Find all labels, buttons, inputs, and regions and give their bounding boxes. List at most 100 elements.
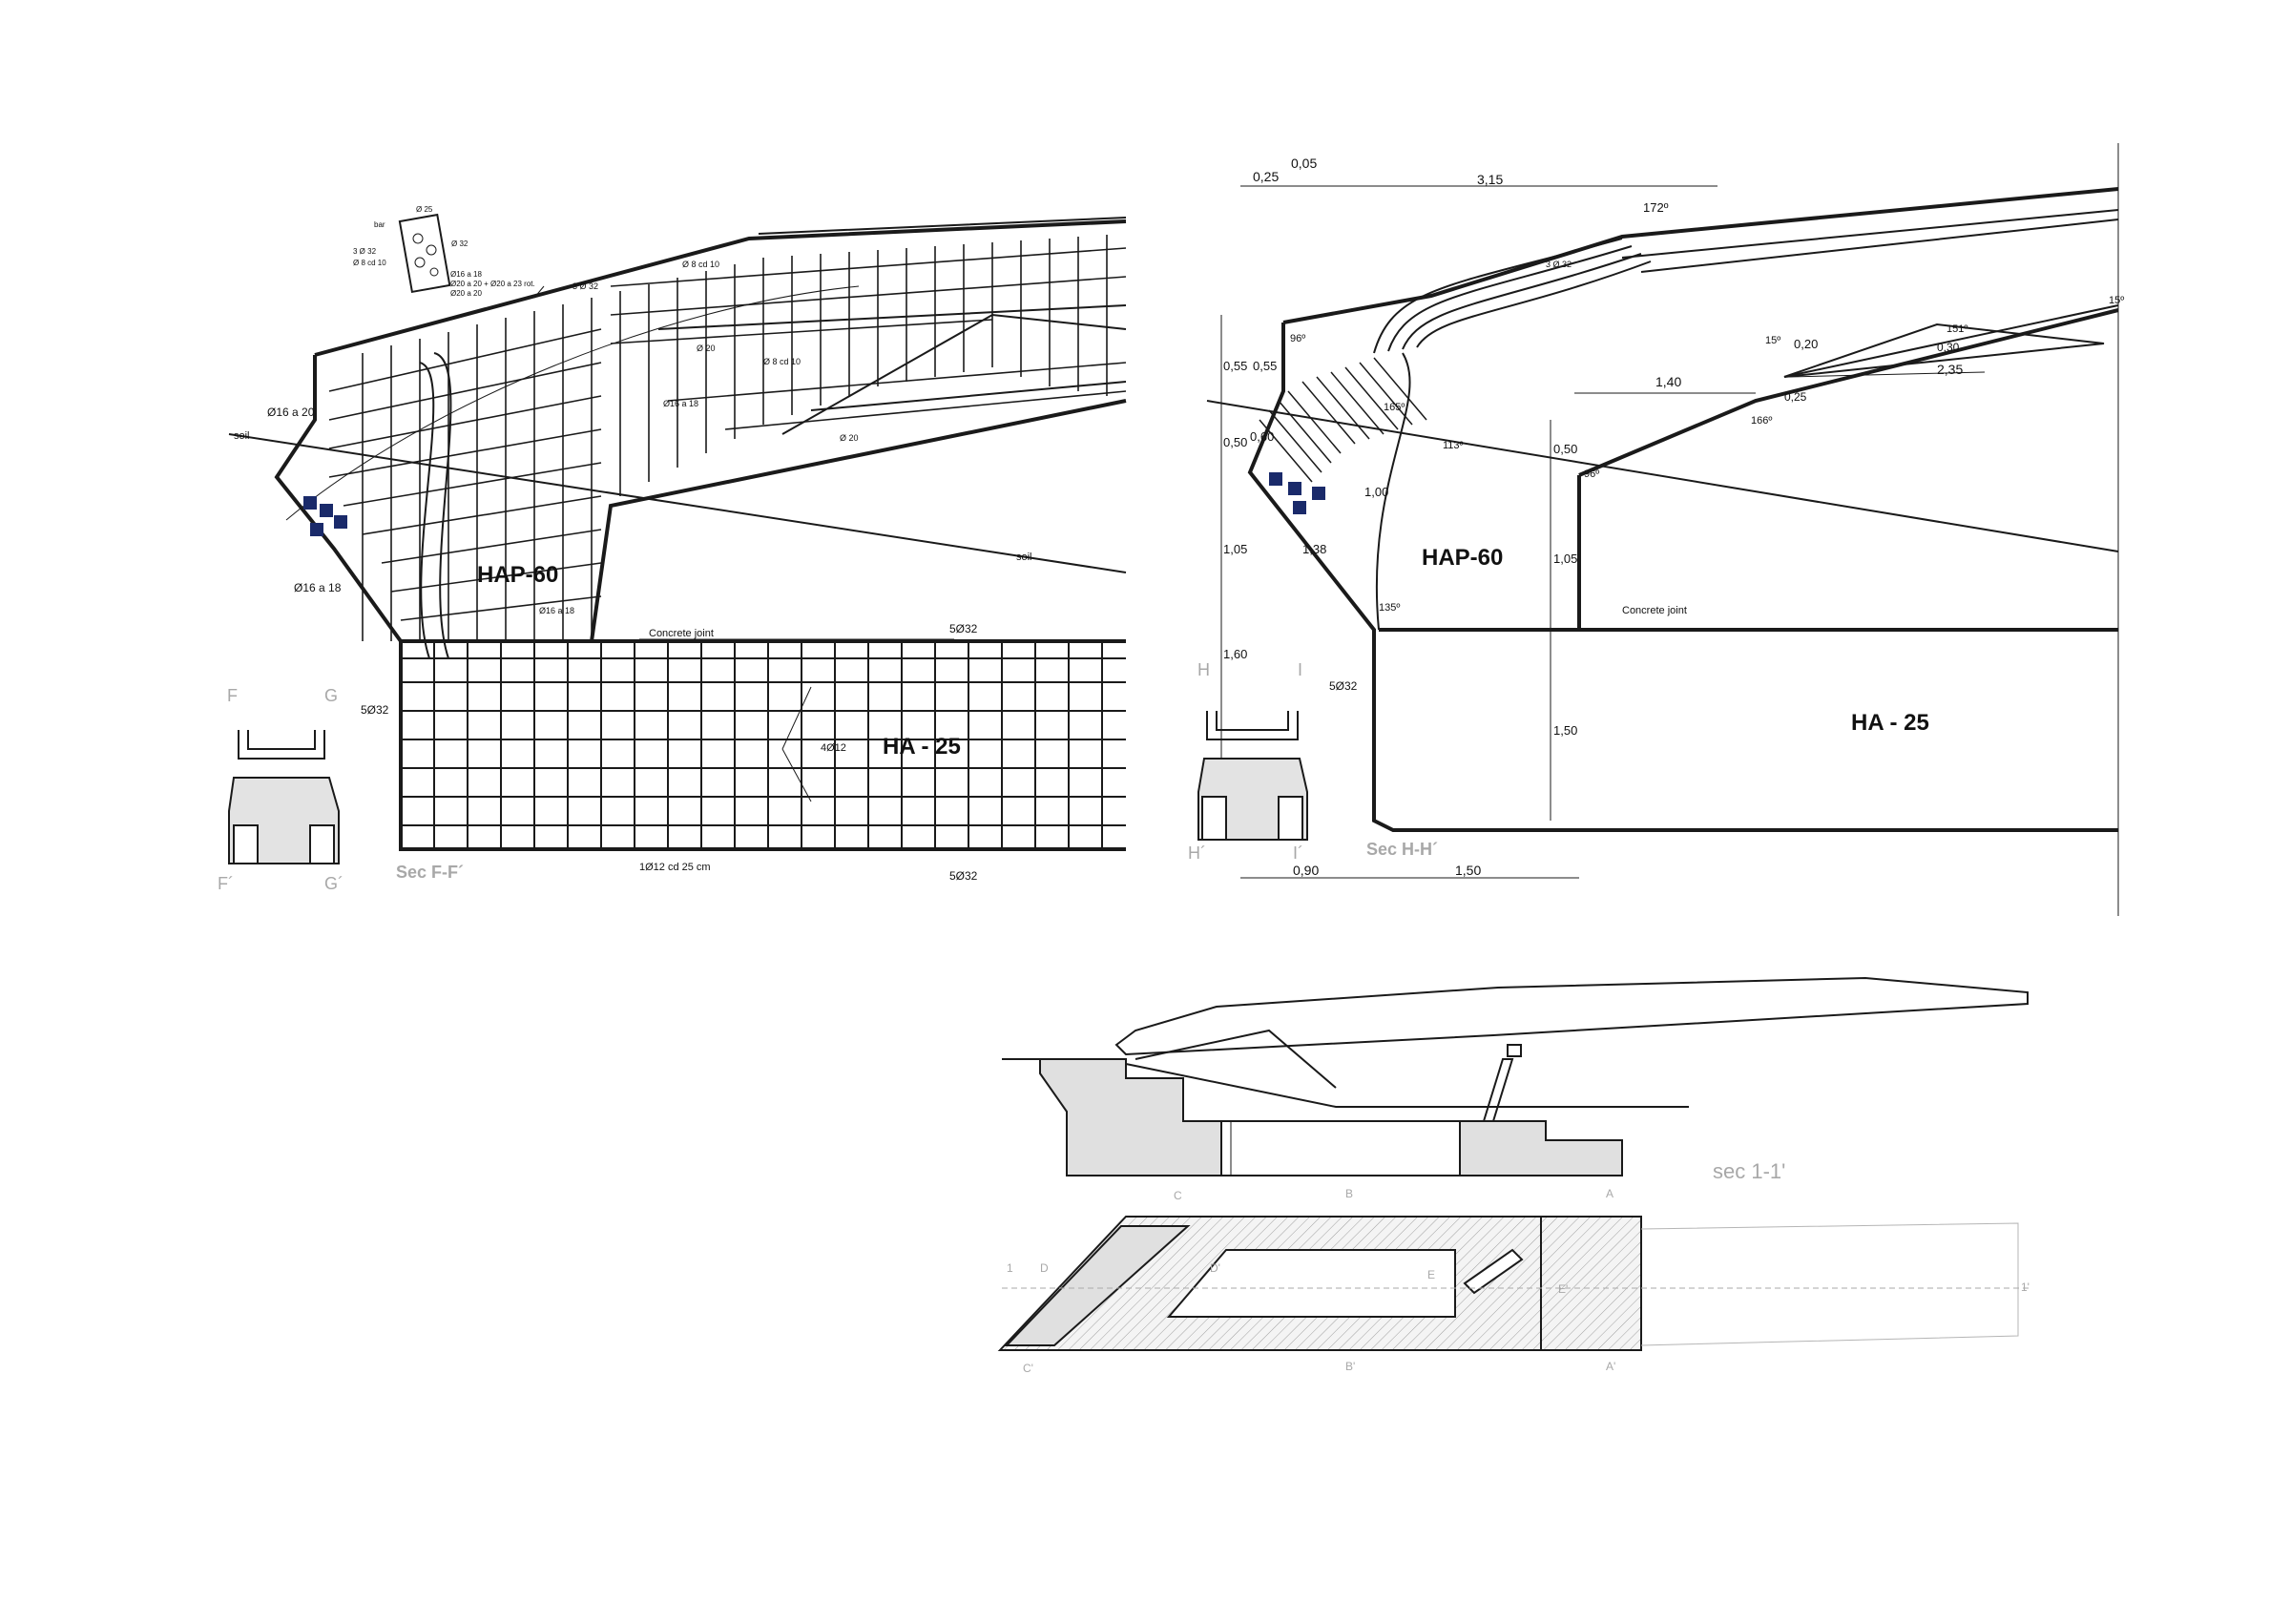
elevation-mid-block [1220,1120,1461,1176]
right-outline [1247,187,2119,832]
left-curved-bar [419,362,435,659]
key-G2: G´ [324,874,344,893]
key-H2: H´ [1188,843,1206,863]
left-leaders [533,285,954,802]
dim-050: 0,50 [1223,435,1247,449]
detail-d16a18: Ø16 a 18 [450,270,482,279]
dim-025: 0,25 [1253,169,1279,184]
bar-4d12: 4Ø12 [821,742,846,754]
left-anchors [303,496,347,536]
detail-d20a20b: Ø20 a 20 [450,289,482,298]
angle-166: 166º [1751,415,1772,427]
left-section-title: Sec F-F´ [396,863,464,882]
angle-113: 113º [1443,440,1464,451]
left-concrete-joint: Concrete joint [649,628,714,639]
angle-15b: 15º [2109,295,2124,306]
detail-d25: Ø 25 [416,205,433,214]
bar-6d32-side: 5Ø32 [361,703,389,717]
bar-20-a: Ø 20 [697,344,716,353]
right-triangle [1783,323,2105,378]
left-key-pictogram: F G F´ G´ [218,686,344,893]
marker-1-prime: 1' [2021,1280,2030,1294]
bottom-section-title: sec 1-1' [1713,1159,1785,1183]
bottom-section: sec 1-1' C B A C' B' A' D D' E E' 1 1' [997,976,2032,1375]
dim-138: 1,38 [1302,542,1326,556]
bar-16a18: Ø16 a 18 [294,581,342,594]
right-section-title: Sec H-H´ [1366,840,1438,859]
marker-E2: E' [1558,1282,1568,1296]
bar-8cd10-b: Ø 8 cd 10 [763,357,801,366]
bar-20-b: Ø 20 [840,433,859,443]
marker-1: 1 [1007,1261,1013,1275]
right-anchors [1269,472,1325,514]
right-concrete-joint: Concrete joint [1622,605,1687,616]
dim-150b: 1,50 [1455,863,1481,878]
dim-105: 1,05 [1223,542,1247,556]
key-F2: F´ [218,874,234,893]
elevation-roof [1114,976,2029,1056]
left-material-upper: HAP-60 [477,562,558,588]
dim-050b: 0,50 [1553,442,1577,456]
dim-105b: 1,05 [1553,552,1577,566]
elevation-strut [1482,1058,1514,1122]
plan-skylight [1463,1248,1524,1295]
marker-D2: D' [1210,1261,1220,1275]
angle-151: 151º [1946,323,1967,335]
bar-16a20: Ø16 a 20 [267,406,315,419]
angle-96b: 96º [1584,468,1599,480]
plan-section-markers: C B A C' B' A' D D' E E' 1 1' [1007,1187,2030,1375]
right-bar-3d32: 3 Ø 32 [1546,260,1572,269]
right-dimension-lines [1220,143,2119,916]
bar-16a18-small: Ø16 a 18 [539,606,574,615]
dim-090: 0,90 [1293,863,1319,878]
key-I: I [1298,660,1302,679]
left-slab [657,217,1127,435]
marker-B2: B' [1345,1360,1355,1373]
marker-C2: C' [1023,1362,1033,1375]
angle-165: 165º [1384,402,1405,413]
dim-060: 0,60 [1250,429,1274,444]
dim-055b: 0,55 [1253,359,1277,373]
left-section: soil soil HAP-60 HA - 25 Concrete joint … [218,205,1127,893]
right-material-lower: HA - 25 [1851,710,1929,736]
detail-bar: bar [374,220,385,229]
marker-A2: A' [1606,1360,1615,1373]
dim-140: 1,40 [1655,374,1681,389]
bar-6d32-top: 5Ø32 [949,622,978,635]
right-material-upper: HAP-60 [1422,545,1503,571]
key-F: F [227,686,238,705]
left-curved-bar-2 [433,352,452,659]
elevation-bearing [1507,1044,1522,1057]
marker-D: D [1040,1261,1049,1275]
bar-16a18-inner: Ø16 a 18 [663,399,698,408]
bar-3d32: 3 Ø 32 [572,281,598,291]
dim-030: 0,30 [1937,341,1960,354]
detail-d20a20: Ø20 a 20 + Ø20 a 23 rot. [450,280,535,288]
bar-8cd10: Ø 8 cd 10 [682,260,719,269]
angle-96: 96º [1290,333,1305,344]
dim-160: 1,60 [1223,647,1247,661]
dim-055a: 0,55 [1223,359,1247,373]
dim-100: 1,00 [1364,485,1388,499]
soil-label-left: soil [234,430,250,442]
angle-15: 15º [1765,335,1780,346]
left-outline [274,219,1127,851]
detail-d3-32: 3 Ø 32 [353,247,377,256]
left-rebar-mesh-lower [401,641,1126,849]
key-H: H [1197,660,1210,679]
bar-6d32-bottom: 5Ø32 [949,869,978,883]
right-soil-line [1206,400,2119,552]
angle-172: 172º [1643,200,1669,215]
angle-135: 135º [1379,602,1400,614]
plan-left-ramp [1004,1225,1191,1346]
key-I2: I´ [1293,843,1303,863]
marker-B: B [1345,1187,1353,1200]
elevation-left-footing [1039,1058,1222,1176]
elevation-right-footing [1459,1120,1623,1176]
right-hatch [1259,357,1427,483]
dim-005: 0,05 [1291,156,1317,171]
key-G: G [324,686,338,705]
bar-1d12: 1Ø12 cd 25 cm [639,862,711,873]
